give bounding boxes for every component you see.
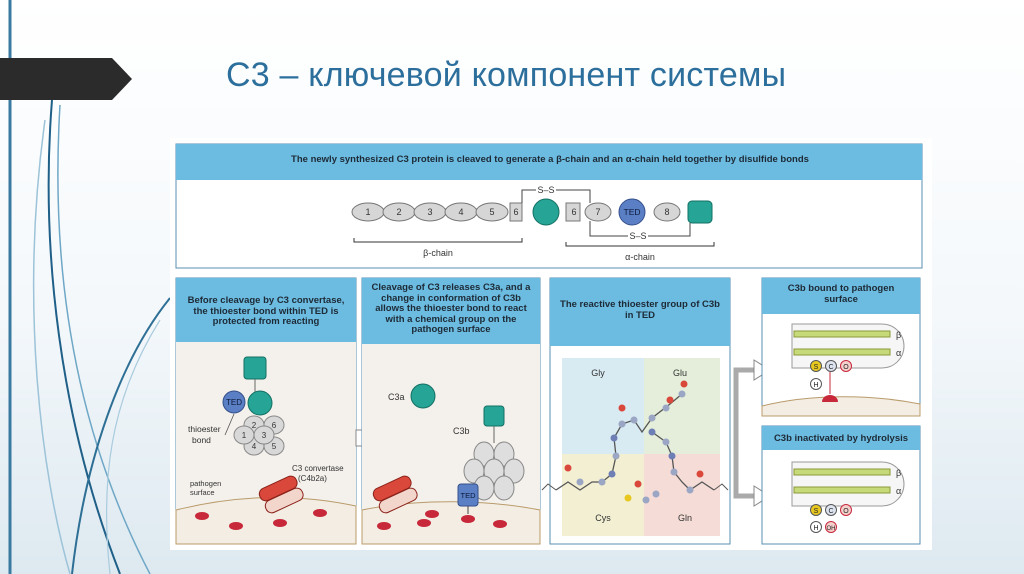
panel5-alpha-label: α [896,486,901,496]
convertase-sublabel: (C4b2a) [298,474,327,483]
panel1-c345c [243,356,267,380]
panel2-c345c [483,405,505,427]
panel1-domain-2: 2 [252,421,257,430]
top-panel-header-bg [176,144,922,180]
panel1-convertase [258,475,304,514]
surface-label: surface [190,488,215,497]
panel4-alpha-label: α [896,348,901,358]
panel1-domain-5: 5 [272,442,277,451]
arrow-to-panel4 [733,367,754,438]
panel5-atom-s: S [814,508,819,515]
panel2-ted: TED [461,491,477,500]
panel4-atom-h: H [813,382,818,389]
panel5-alpha-bar [793,486,891,494]
beta-chain-domains [351,202,523,222]
panel5-atom-h: H [813,525,818,532]
title-arrow-tab [0,58,132,100]
panel5-atom-oh: OH [827,526,836,532]
panel4-header-bg [762,278,920,314]
gly-label: Gly [591,368,605,378]
panel4-atom-s: S [814,364,819,371]
anaphylatoxin-domain [532,198,560,226]
panel4-header: C3b bound to pathogen surface [787,283,895,305]
alpha-chain-label: α-chain [625,252,655,262]
panel2-convertase [372,475,418,514]
panel2-header-bg [362,278,540,344]
slide-title: С3 – ключевой компонент системы [226,56,787,94]
panel4-atom-o: O [843,364,849,371]
ted-domain-top [618,198,646,226]
thioester-label: thioester [188,424,221,434]
ss-bond-lower: S–S [629,231,646,241]
panel5-beta-bar [793,468,891,476]
panel4-atom-c: C [828,364,833,371]
panel1-domain-3: 3 [262,431,267,440]
beta-domain-5: 5 [489,207,494,217]
c345c-domain [687,200,713,224]
c3a-label: C3a [388,392,405,402]
alpha-domain-6: 6 [571,207,576,217]
c3-diagram-figure: 1 2 3 4 5 6 6 7 TED 8 S–S S–S β-chain [170,138,932,550]
panel1-domain-stack [233,415,285,456]
panel5-beta-label: β [896,468,901,478]
panel1-domain-4: 4 [252,442,257,451]
panel4-alpha-bar [793,348,891,356]
bond-label: bond [192,435,211,445]
beta-domain-3: 3 [427,207,432,217]
c3b-label: C3b [453,426,470,436]
panel2-header: Cleavage of C3 releases C3a, and a chang… [371,282,531,335]
panel5-header: C3b inactivated by hydrolysis [773,433,909,444]
beta-domain-1: 1 [365,207,370,217]
alpha-domain-7: 7 [595,207,600,217]
cys-label: Cys [595,513,611,523]
panel5-header-bg [762,426,920,450]
panel1-ted: TED [226,398,242,407]
gln-label: Gln [678,513,692,523]
panel1-domain-1: 1 [242,431,247,440]
pathogen-label: pathogen [190,479,221,488]
alpha-domain-ted: TED [624,207,641,217]
glu-label: Glu [673,368,687,378]
beta-domain-4: 4 [458,207,463,217]
panel3-header-bg [550,278,730,346]
arrow-to-panel5 [733,438,754,499]
ss-bond-upper: S–S [537,185,554,195]
panel4-beta-label: β [896,330,901,340]
panel5-atom-c: C [828,508,833,515]
convertase-label: C3 convertase [292,464,344,473]
panel1-header: Before cleavage by C3 convertase, the th… [187,295,345,327]
panel1-header-bg [176,278,356,342]
panel1-domain-6: 6 [272,421,277,430]
panel1-anaphylatoxin [247,390,273,416]
panel4-beta-bar [793,330,891,338]
beta-domain-2: 2 [396,207,401,217]
alpha-domain-8: 8 [664,207,669,217]
top-panel-header: The newly synthesized C3 protein is clea… [291,154,809,165]
c3a-fragment [410,383,436,409]
panel3-header: The reactive thioester group of C3b in T… [560,299,720,321]
beta-chain-label: β-chain [423,248,453,258]
atoms-panel3 [564,380,704,504]
beta-domain-6: 6 [513,207,518,217]
c3-diagram-svg: 1 2 3 4 5 6 6 7 TED 8 S–S S–S β-chain [175,143,923,545]
panel5-atom-o: O [843,508,849,515]
panel2-c3b-stack [463,441,525,501]
